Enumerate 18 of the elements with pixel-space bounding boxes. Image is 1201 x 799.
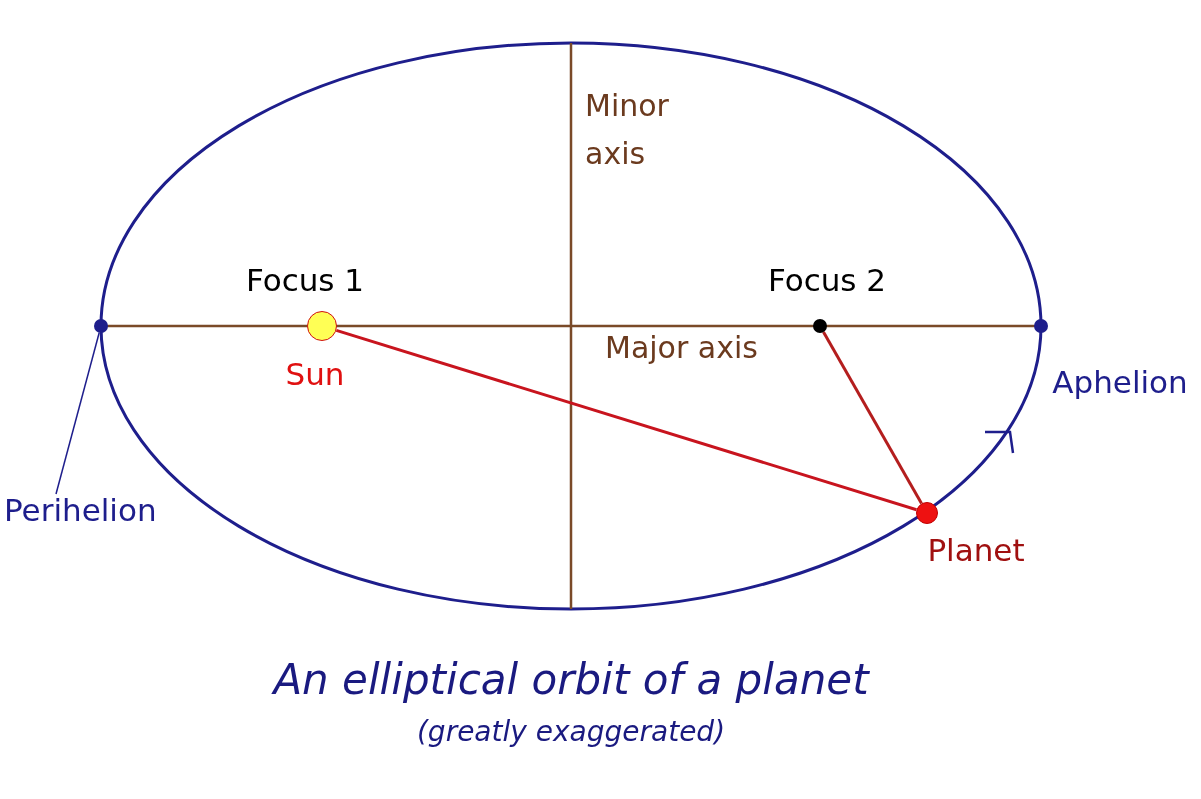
point-label: Focus 2 <box>767 262 887 300</box>
point-marker <box>94 319 108 333</box>
distance-line <box>822 331 923 505</box>
distance-line <box>335 329 917 512</box>
point-label: Focus 1 <box>245 262 365 300</box>
point-label: Planet <box>927 532 1025 570</box>
planet-marker <box>916 502 938 524</box>
axis-label: Major axis <box>605 329 759 367</box>
title: An elliptical orbit of a planet <box>273 655 869 704</box>
sun-marker <box>307 311 337 341</box>
point-label: Sun <box>285 356 345 394</box>
axis-label: Minor axis <box>585 87 670 173</box>
point-marker <box>813 319 827 333</box>
caption: (greatly exaggerated) <box>416 715 726 748</box>
point-label: Perihelion <box>4 492 157 530</box>
point-marker <box>1034 319 1048 333</box>
leader-line <box>55 332 100 495</box>
point-label: Aphelion <box>1052 364 1188 402</box>
